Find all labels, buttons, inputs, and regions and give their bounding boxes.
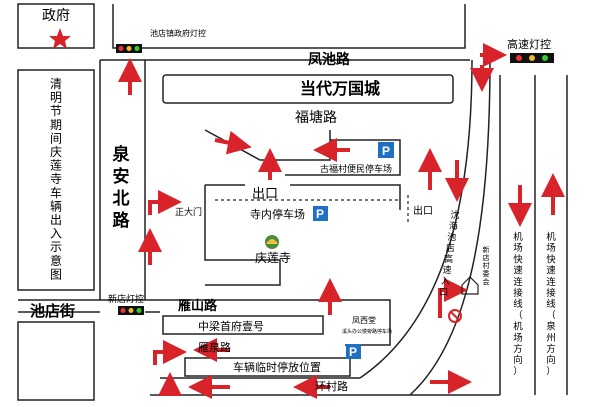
parking-icon: P bbox=[346, 344, 361, 359]
expressway-label: 沈海池店高速入口 bbox=[439, 209, 459, 297]
gov-block bbox=[17, 3, 95, 49]
title-label: 清明节期间庆莲寺车辆出入示意图 bbox=[50, 77, 62, 281]
west-bottom-block bbox=[17, 321, 95, 401]
zhongliang-block bbox=[162, 315, 324, 335]
parking-icon: P bbox=[313, 206, 328, 221]
svg-text:P: P bbox=[349, 345, 357, 359]
gov-light-label: 池店镇政府灯控 bbox=[150, 28, 206, 38]
gufu-block bbox=[285, 139, 401, 176]
temple-block bbox=[204, 184, 401, 286]
airport-left-label: 机场快速连接线（机场方向） bbox=[513, 231, 523, 377]
village-office-label: 新店村委会 bbox=[483, 245, 490, 286]
temple-label: 庆莲寺 bbox=[255, 251, 291, 265]
main-gate-label: 正大门 bbox=[175, 206, 202, 217]
traffic-light-icon bbox=[510, 53, 554, 63]
traffic-light-icon bbox=[116, 44, 142, 53]
no-entry-icon bbox=[448, 309, 462, 323]
futang-block bbox=[204, 129, 331, 161]
fengxi-block bbox=[340, 299, 391, 346]
gov-label: 政府 bbox=[42, 7, 70, 23]
highway-light-label: 高速灯控 bbox=[507, 37, 551, 51]
yanshan-road-label: 雁山路 bbox=[178, 298, 218, 313]
inner-road-dashed bbox=[215, 195, 409, 225]
flow-arrows bbox=[118, 43, 565, 399]
temp-parking-block bbox=[184, 357, 351, 377]
office-parking-label: 溪头办公楼旁路停车场 bbox=[342, 328, 392, 335]
zhongliang-label: 中梁首府壹号 bbox=[198, 319, 264, 333]
gufu-parking-label: 古福村便民停车场 bbox=[320, 163, 392, 174]
house-icon bbox=[461, 276, 479, 295]
star-icon bbox=[49, 28, 71, 49]
exit-label: 出口 bbox=[252, 186, 278, 201]
huancun-road-label: 环村路 bbox=[315, 379, 348, 393]
inner-parking-label: 寺内停车场 bbox=[250, 207, 305, 221]
parking-icon: P bbox=[378, 142, 394, 158]
exit-right-label: 出口 bbox=[413, 204, 433, 217]
svg-text:P: P bbox=[316, 207, 324, 221]
traffic-light-icon bbox=[118, 306, 144, 315]
yanquan-road-label: 雁泉路 bbox=[198, 340, 231, 354]
airport-right-label: 机场快速连接线（泉州方向） bbox=[546, 231, 556, 377]
futang-road-label: 福塘路 bbox=[295, 109, 337, 125]
temp-parking-label: 车辆临时停放位置 bbox=[233, 360, 321, 374]
fengxi-hall-label: 凤西堂 bbox=[352, 315, 376, 325]
wanda-block bbox=[162, 74, 454, 104]
svg-text:P: P bbox=[382, 144, 390, 158]
xindian-light-label: 新店灯控 bbox=[108, 293, 144, 304]
wanda-label: 当代万国城 bbox=[300, 79, 380, 98]
quanan-road-label: 泉安北路 bbox=[112, 144, 131, 230]
expressway-east-edge bbox=[409, 59, 491, 396]
title-block bbox=[17, 69, 95, 291]
expressway-west-edge bbox=[359, 59, 473, 379]
fengchi-road-label: 凤池路 bbox=[308, 51, 351, 67]
temple-icon bbox=[265, 235, 279, 249]
top-left-block bbox=[112, 4, 466, 49]
chidian-street-label: 池店街 bbox=[30, 302, 75, 320]
